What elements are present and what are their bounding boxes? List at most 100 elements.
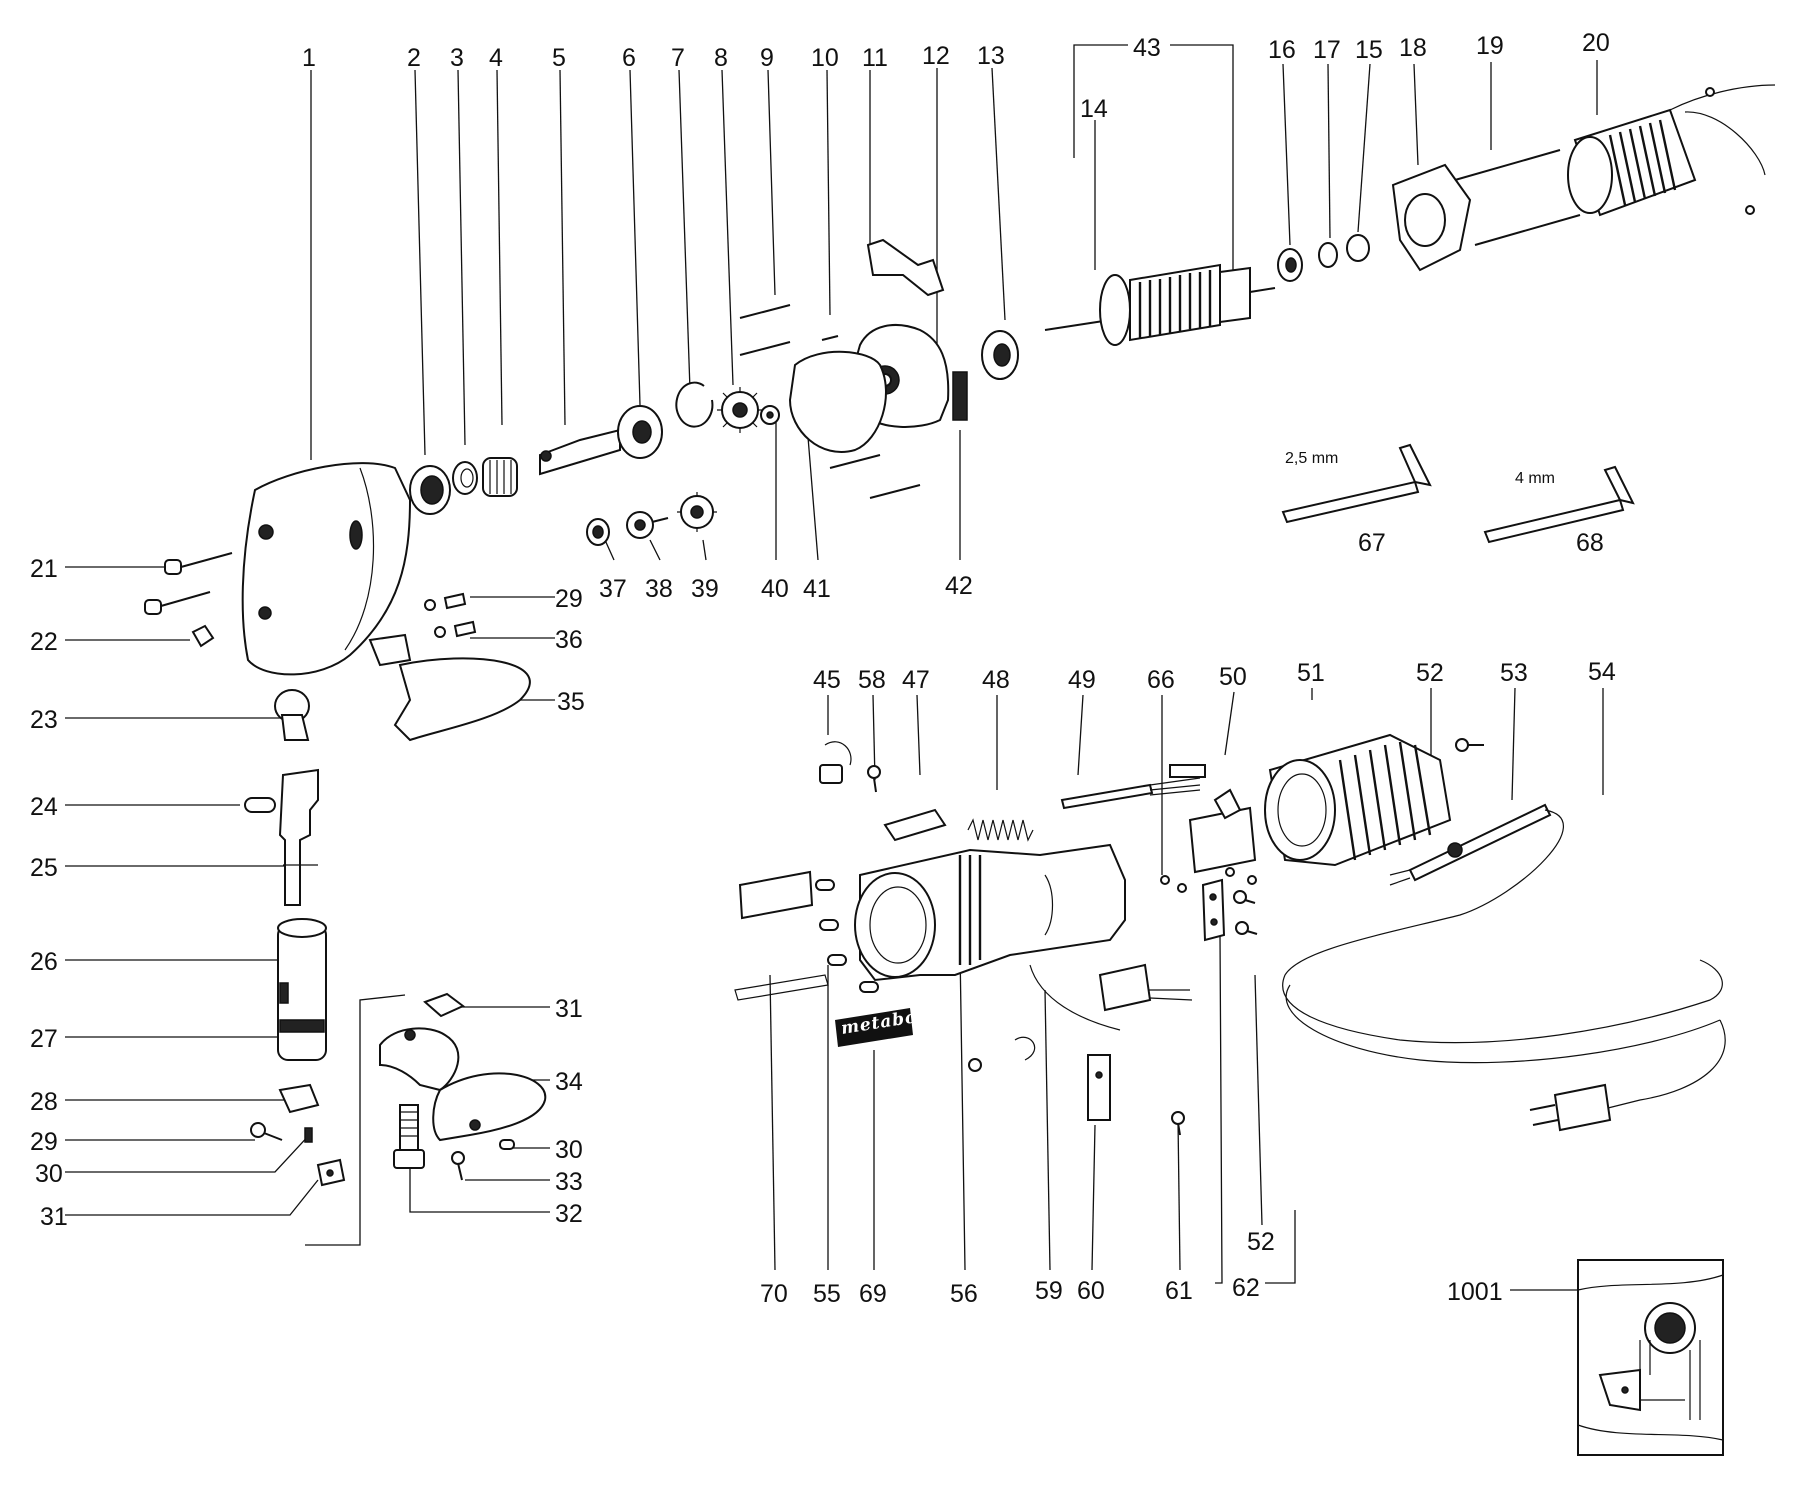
- die-holder-34: [379, 1027, 547, 1142]
- screw-58: [867, 765, 881, 793]
- callout-48: 48: [982, 666, 1010, 694]
- bearing-16: [1277, 248, 1303, 282]
- callout-50: 50: [1219, 663, 1247, 691]
- ring-15: [1346, 234, 1370, 262]
- callout-28: 28: [30, 1088, 58, 1116]
- callout-24: 24: [30, 793, 58, 821]
- screws-19: [1454, 149, 1581, 246]
- callout-5: 5: [552, 44, 566, 72]
- callout-25: 25: [30, 854, 58, 882]
- callout-16: 16: [1268, 36, 1296, 64]
- stud-32: [393, 1104, 425, 1169]
- wrench-size-small: 2,5 mm: [1285, 450, 1338, 467]
- spring-clip-11: [866, 238, 945, 297]
- circlip-7: [675, 381, 714, 428]
- plate-31b: [423, 992, 465, 1018]
- gear-39: [677, 492, 717, 532]
- gear-head-housing: [241, 462, 412, 676]
- callout-22: 22: [30, 628, 58, 656]
- callout-30b: 30: [35, 1160, 63, 1188]
- power-plug: [1529, 1083, 1612, 1132]
- callout-47: 47: [902, 666, 930, 694]
- callout-68: 68: [1576, 529, 1604, 557]
- field-coil-20: [1567, 84, 1776, 217]
- screw-61: [1171, 1111, 1185, 1136]
- needle-bearing-4: [482, 457, 518, 497]
- callout-37: 37: [599, 575, 627, 603]
- gear-8: [717, 387, 763, 433]
- callout-33: 33: [555, 1168, 583, 1196]
- brush-holder-18: [1391, 163, 1472, 272]
- callout-31b: 31: [40, 1203, 68, 1231]
- callout-67: 67: [1358, 529, 1386, 557]
- callout-35: 35: [557, 688, 585, 716]
- gasket-41: [788, 350, 887, 453]
- label-70: [734, 870, 829, 1001]
- pin-30: [304, 1127, 313, 1143]
- bearing-13: [981, 330, 1019, 380]
- ball-joint-23: [274, 689, 310, 741]
- callout-19: 19: [1476, 32, 1504, 60]
- ring-17: [1318, 242, 1338, 268]
- ring-3: [452, 461, 478, 495]
- callout-39: 39: [691, 575, 719, 603]
- callout-42: 42: [945, 572, 973, 600]
- callout-14: 14: [1080, 95, 1108, 123]
- pins-55: [815, 879, 879, 993]
- bracket-62: [1201, 878, 1226, 942]
- pin-30b: [499, 1139, 515, 1150]
- washer-40: [760, 405, 780, 425]
- leader-lines: [65, 44, 1604, 1291]
- nameplate-69: metabo: [835, 1007, 919, 1047]
- callout-21: 21: [30, 555, 58, 583]
- screw-29b: [250, 1122, 283, 1141]
- knife-28: [278, 1083, 320, 1114]
- callout-56: 56: [950, 1280, 978, 1308]
- callout-32: 32: [555, 1200, 583, 1228]
- callout-11: 11: [862, 44, 888, 72]
- plate-60: [1087, 1054, 1111, 1121]
- chip-deflector-35: [368, 633, 531, 742]
- callout-9: 9: [760, 44, 774, 72]
- plunger-25: [278, 768, 319, 906]
- callout-1001: 1001: [1447, 1278, 1503, 1306]
- callout-34: 34: [555, 1068, 583, 1096]
- eccentric-shaft-5: [539, 428, 621, 476]
- callout-27: 27: [30, 1025, 58, 1053]
- callout-45: 45: [813, 666, 841, 694]
- callout-20: 20: [1582, 29, 1610, 57]
- sleeve-26-27: [277, 918, 327, 1061]
- strain-relief-53: [1389, 803, 1552, 886]
- callout-61: 61: [1165, 1277, 1193, 1305]
- callout-58: 58: [858, 666, 886, 694]
- callout-36: 36: [555, 626, 583, 654]
- callout-10: 10: [811, 44, 839, 72]
- capacitor-59: [1029, 963, 1193, 1031]
- brush-holder-45: [819, 741, 852, 784]
- screws-29-36: [424, 592, 477, 638]
- callout-69: 69: [859, 1280, 887, 1308]
- switch-50: [1169, 764, 1257, 874]
- callout-62: 62: [1232, 1274, 1260, 1302]
- hex-wrench-67: [1281, 443, 1432, 524]
- mains-cable-54: [1282, 809, 1726, 1111]
- handle-51: [1264, 733, 1452, 867]
- callout-51: 51: [1297, 659, 1325, 687]
- screw-22: [191, 624, 215, 648]
- plate-31: [316, 1158, 346, 1187]
- callout-13: 13: [977, 42, 1005, 70]
- callout-3: 3: [450, 44, 464, 72]
- screws-52b: [1233, 890, 1258, 935]
- callout-15: 15: [1355, 36, 1383, 64]
- callout-38: 38: [645, 575, 673, 603]
- callout-54: 54: [1588, 658, 1616, 686]
- callout-6: 6: [622, 44, 636, 72]
- callout-43: 43: [1133, 34, 1161, 62]
- pin-24: [244, 797, 276, 813]
- pin-10: [821, 335, 839, 341]
- callout-2: 2: [407, 44, 421, 72]
- callout-55: 55: [813, 1280, 841, 1308]
- callout-4: 4: [489, 44, 503, 72]
- screws-9: [739, 304, 921, 499]
